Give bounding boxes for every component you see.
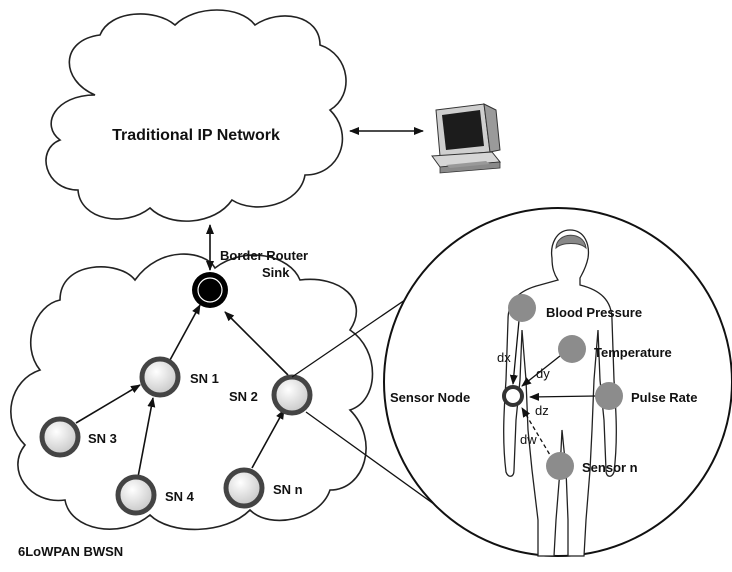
sensor-nodes: SN 1 SN 2 SN 3 SN 4 SN n xyxy=(39,356,313,516)
dy-arrow xyxy=(521,351,566,387)
bwsn-cloud: 6LoWPAN BWSN xyxy=(10,253,374,559)
sensor-node-label: Sensor Node xyxy=(390,390,470,405)
hair-icon xyxy=(555,234,587,250)
body-zoom-view: Blood Pressure Temperature Pulse Rate Se… xyxy=(383,207,732,557)
pulse-rate-sensor xyxy=(595,382,623,410)
sensor-node-snn: SN n xyxy=(223,467,303,509)
temperature-label: Temperature xyxy=(594,345,672,360)
sensor-n-label: Sensor n xyxy=(582,460,638,475)
dx-arrow xyxy=(509,309,521,385)
sink-label: Sink xyxy=(262,265,290,280)
sn1-label: SN 1 xyxy=(190,371,219,386)
dx-label: dx xyxy=(497,350,511,365)
bwsn-label: 6LoWPAN BWSN xyxy=(18,544,123,559)
pulse-rate-label: Pulse Rate xyxy=(631,390,697,405)
bwsn-links xyxy=(75,224,289,478)
dz-arrow xyxy=(529,392,597,401)
ip-network-label: Traditional IP Network xyxy=(112,127,280,144)
blood-pressure-label: Blood Pressure xyxy=(546,305,642,320)
dy-label: dy xyxy=(536,366,550,381)
sensor-n xyxy=(546,452,574,480)
sn2-label: SN 2 xyxy=(229,389,258,404)
dz-label: dz xyxy=(535,403,549,418)
sensor-node-sn3: SN 3 xyxy=(39,416,117,458)
sn1-to-sink-arrow xyxy=(169,304,201,361)
border-router-label: Border Router xyxy=(220,248,308,263)
sn4-label: SN 4 xyxy=(165,489,195,504)
dw-arrow xyxy=(521,407,554,461)
sensor-node-sn2: SN 2 xyxy=(229,374,313,416)
sn4-to-sn1-arrow xyxy=(137,397,156,478)
sensor-node-sn4: SN 4 xyxy=(115,474,195,516)
snn-label: SN n xyxy=(273,482,303,497)
sn3-to-sn1-arrow xyxy=(75,384,141,424)
border-router-sink: Border Router Sink xyxy=(192,248,308,308)
temperature-sensor xyxy=(558,335,586,363)
desktop-computer-icon xyxy=(431,103,501,174)
sn3-label: SN 3 xyxy=(88,431,117,446)
blood-pressure-sensor xyxy=(508,294,536,322)
snn-to-sn2-arrow xyxy=(251,409,285,469)
distance-arrows xyxy=(509,309,597,461)
sensor-node xyxy=(502,385,524,407)
dw-label: dw xyxy=(520,432,537,447)
ip-network-cloud: Traditional IP Network xyxy=(45,9,347,222)
sensor-node-sn1: SN 1 xyxy=(139,356,219,398)
sn2-to-sink-arrow xyxy=(224,311,289,376)
